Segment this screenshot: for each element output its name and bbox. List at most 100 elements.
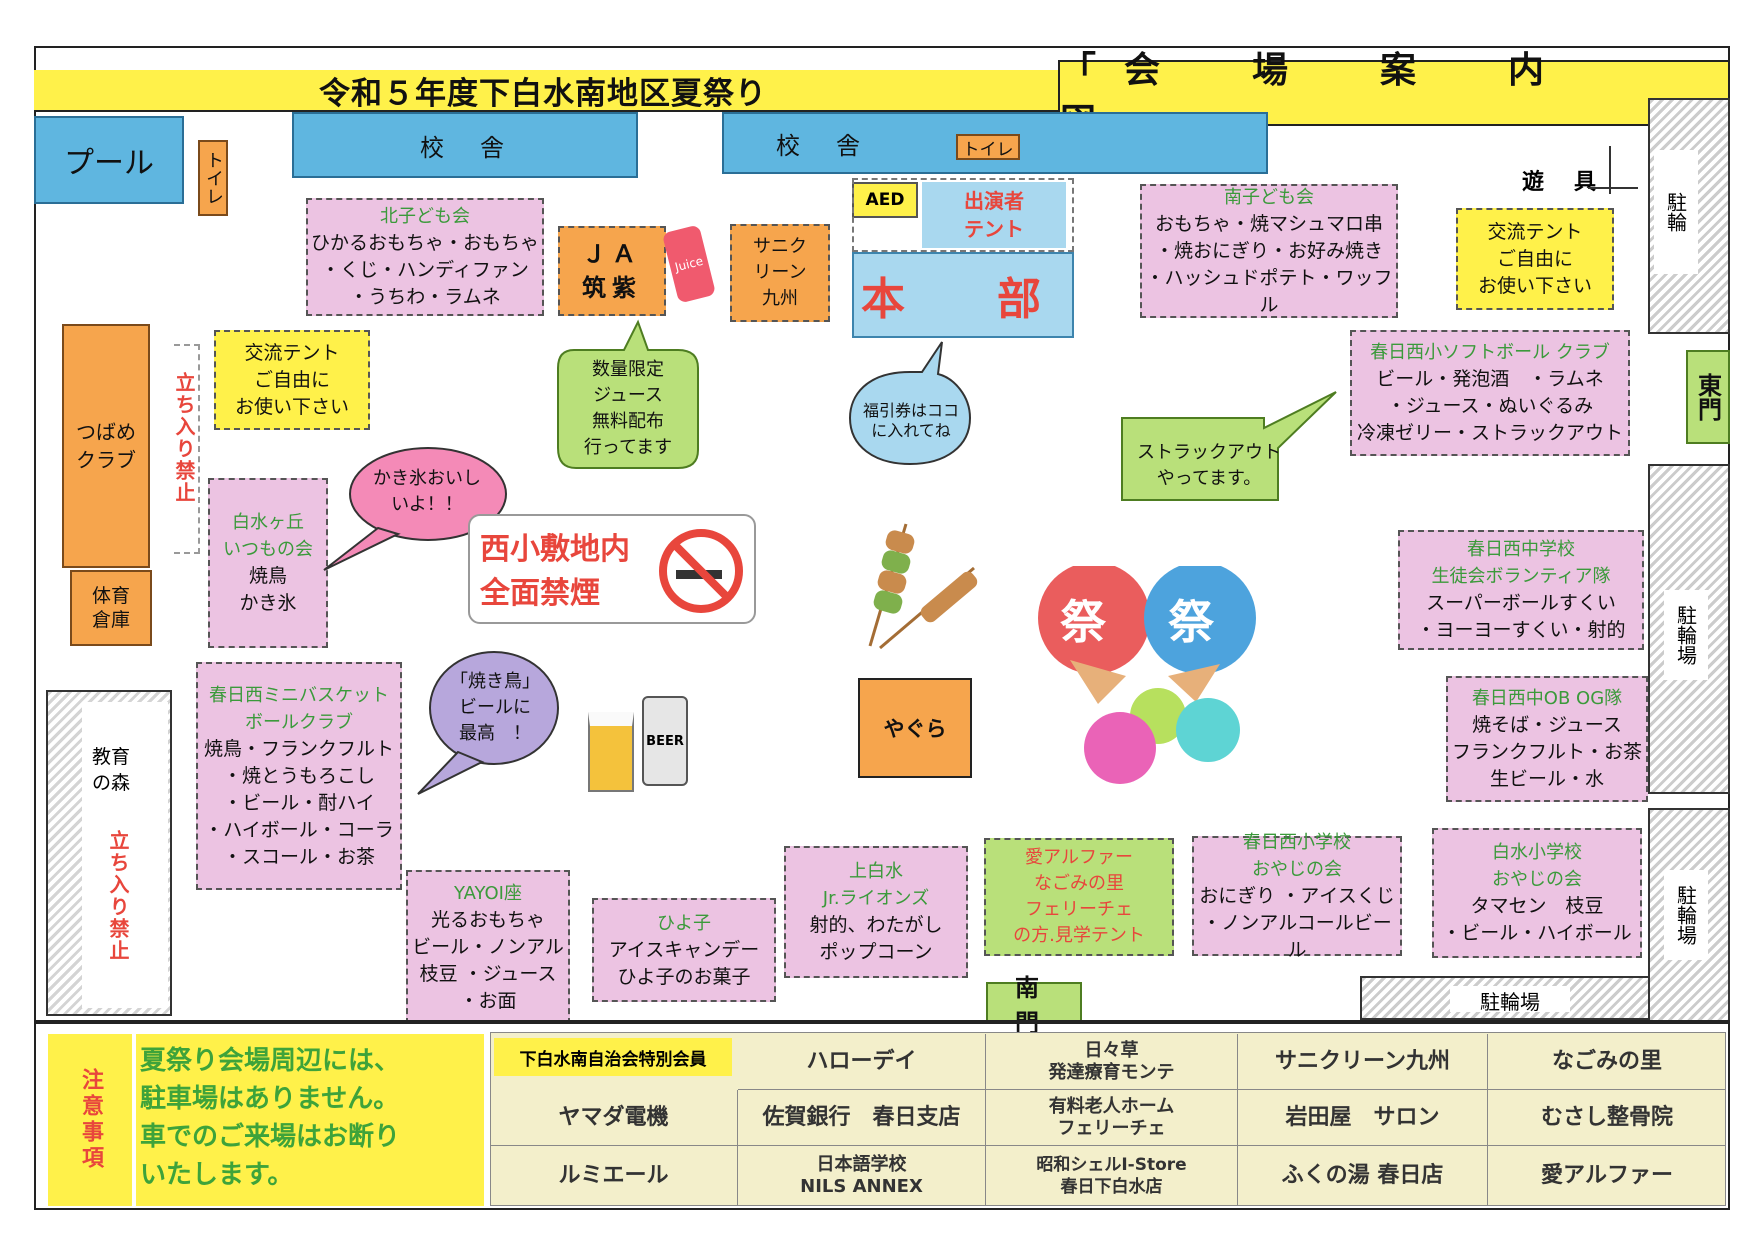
stall-item: ・くじ・ハンディファン [321,259,529,281]
bubble-text: ビールに [459,697,531,718]
yakitori-bubble: 「焼き鳥」 ビールに 最高 ！ [430,664,560,752]
bubble-text: ストラックアウト [1137,442,1281,463]
juice-can-text: Juice [673,253,705,275]
sponsor-cell: 佐賀銀行 春日支店 [738,1090,986,1146]
festival-decoration-icon [1038,566,1256,784]
bubble-text: 無料配布 [592,411,664,432]
tent-text: ご自由に [1496,247,1573,270]
tent-text: ご自由に [253,368,330,391]
stall-item: ひよ子のお菓子 [617,965,751,988]
stall-item: フランクフルト・お茶 [1451,741,1642,763]
bubble-text: いよ！！ [391,494,463,515]
stall-name: 春日西小学校 おやじの会 [1243,831,1351,880]
stall-item: 冷凍ゼリー・ストラックアウト [1356,422,1623,444]
no-smoking-sign: 西小敷地内 全面禁煙 [468,514,756,624]
notice-label: 注意事項 [48,1034,132,1206]
bubble-text: 行ってます [583,437,673,458]
event-title: 令和５年度下白水南地区夏祭り [34,70,1062,112]
no-entry-label-1: 立ち入り禁止 [172,372,196,504]
stall-softball: 春日西小ソフトボール クラブ ビール・発泡酒 ・ラムネ ・ジュース・ぬいぐるみ … [1350,330,1630,456]
exchange-tent-left: 交流テント ご自由に お使い下さい [214,330,370,430]
sponsor-cell: 昭和シェルI-Store 春日下白水店 [986,1146,1238,1206]
notice-line: いたします。 [140,1160,294,1190]
stall-yayoi: YAYOI座 光るおもちゃ ビール・ノンアル 枝豆 ・ジュース ・お面 [406,870,570,1024]
stall-item: ・焼とうもろこし [222,764,375,787]
stall-minami-kodomo: 南子ども会 おもちゃ・焼マシュマロ串 ・焼おにぎり・お好み焼き ・ハッシュドポテ… [1140,184,1398,318]
stall-name: YAYOI座 [453,882,522,904]
sponsor-cell: ヤマダ電機 [490,1090,738,1146]
notice-line: 駐車場はありません。 [140,1084,400,1114]
beer-can-text: BEER [646,733,684,749]
tent-text: お使い下さい [1477,274,1592,297]
stall-name: 春日西ミニバスケット ボールクラブ [209,684,389,733]
bubble-text: 数量限定 [592,359,664,380]
festival-char-1: 祭 [1060,595,1106,649]
stall-item: おもちゃ・焼マシュマロ串 [1154,212,1383,235]
stall-item: ・ヨーヨーすくい・射的 [1416,619,1626,641]
notice-text: 夏祭り会場周辺には、 駐車場はありません。 車でのご来場はお断り いたします。 [136,1034,484,1206]
stall-shiramizu-oyaji: 白水小学校 おやじの会 タマセン 枝豆 ・ビール・ハイボール [1432,828,1642,958]
stall-item: ポップコーン [819,941,933,963]
sponsor-cell: 有料老人ホーム フェリーチェ [986,1090,1238,1146]
no-smoking-line: 全面禁煙 [480,576,600,611]
stall-item: ・ビール・酎ハイ [223,791,375,814]
stall-name: 春日西中OB OG隊 [1471,688,1623,709]
performer-tent: 出演者 テント [922,182,1066,248]
forest-inner [82,702,168,1008]
stall-item: 射的、わたがし [809,914,943,936]
stall-name: 上白水 Jr.ライオンズ [822,861,930,909]
stall-item: 焼鳥・フランクフルト [203,737,394,760]
bike-parking-bottom-label: 駐輪場 [1450,986,1570,1014]
stall-item: ・ノンアルコールビール [1202,911,1392,961]
bubble-text: 「焼き鳥」 [450,671,540,692]
sponsor-cell: 日々草 発達療育モンテ [986,1034,1238,1090]
stall-item: ビール・発泡酒 ・ラムネ [1376,368,1604,390]
sponsor-cell: 日本語学校 NILS ANNEX [738,1146,986,1206]
east-gate: 東門 [1686,350,1730,444]
stall-item: 生ビール・水 [1489,768,1604,790]
stall-item: 焼鳥 [248,565,287,587]
forest-label: 教育 の森 [92,746,131,794]
stall-item: 焼そば・ジュース [1472,714,1622,736]
yakitori-icon [868,523,978,650]
stall-minibasket: 春日西ミニバスケット ボールクラブ 焼鳥・フランクフルト ・焼とうもろこし ・ビ… [196,662,402,890]
stall-item: ビール・ノンアル [412,935,564,958]
no-entry-zone-1 [174,344,200,554]
playground-icon [1588,146,1638,194]
sponsor-cell: むさし整骨院 [1488,1090,1726,1146]
struck-bubble: ストラックアウト やってます。 [1124,434,1294,498]
toilet-1: トイレ [198,140,228,216]
stall-item: ひかるおもちゃ・おもちゃ [310,232,539,254]
beer-can-icon: BEER [642,696,688,786]
playground-label: 遊 具 [1522,170,1601,195]
tent-text: 交流テント [1487,220,1583,243]
bike-parking-top-label: 駐輪 [1654,150,1698,274]
stall-name: 南子ども会 [1224,186,1314,208]
stall-ja: ＪＡ 筑紫 [558,226,666,316]
stall-item: ・うちわ・ラムネ [349,286,501,308]
no-smoking-icon [659,529,743,613]
stall-nishisho-oyaji: 春日西小学校 おやじの会 おにぎり ・アイスくじ ・ノンアルコールビール [1192,832,1402,961]
toilet-2: トイレ [956,134,1020,160]
stall-item: スーパーボールすくい [1426,592,1616,614]
stall-name: 白水ヶ丘 いつもの会 [223,512,313,560]
stall-item: ・ビール・ハイボール [1442,922,1632,944]
stall-item: おにぎり ・アイスくじ [1199,884,1395,907]
tent-text: 交流テント [244,341,340,364]
stall-item: ・スコール・お茶 [222,845,375,868]
stall-item: かき氷 [239,592,297,614]
exchange-tent-right: 交流テント ご自由に お使い下さい [1456,208,1614,310]
sponsor-cell: 愛アルファー [1540,1163,1673,1188]
festival-char-2: 祭 [1168,595,1214,649]
bubble-text: ジュース [593,385,663,406]
tent-text: お使い下さい [234,395,349,418]
sponsors-header: 下白水南自治会特別会員 [494,1038,732,1076]
yagura: やぐら [858,678,972,778]
stall-name: 白水小学校 おやじの会 [1492,842,1582,890]
stall-nishichu-volunteer: 春日西中学校 生徒会ボランティア隊 スーパーボールすくい ・ヨーヨーすくい・射的 [1398,530,1644,650]
struck-bubble-shape [1121,391,1337,501]
tsubame-club: つばめ クラブ [62,324,150,568]
bike-parking-mid-label: 駐輪場 [1664,590,1708,680]
stall-name: 春日西小ソフトボール クラブ [1370,342,1610,363]
juice-bubble-shape [557,319,699,469]
